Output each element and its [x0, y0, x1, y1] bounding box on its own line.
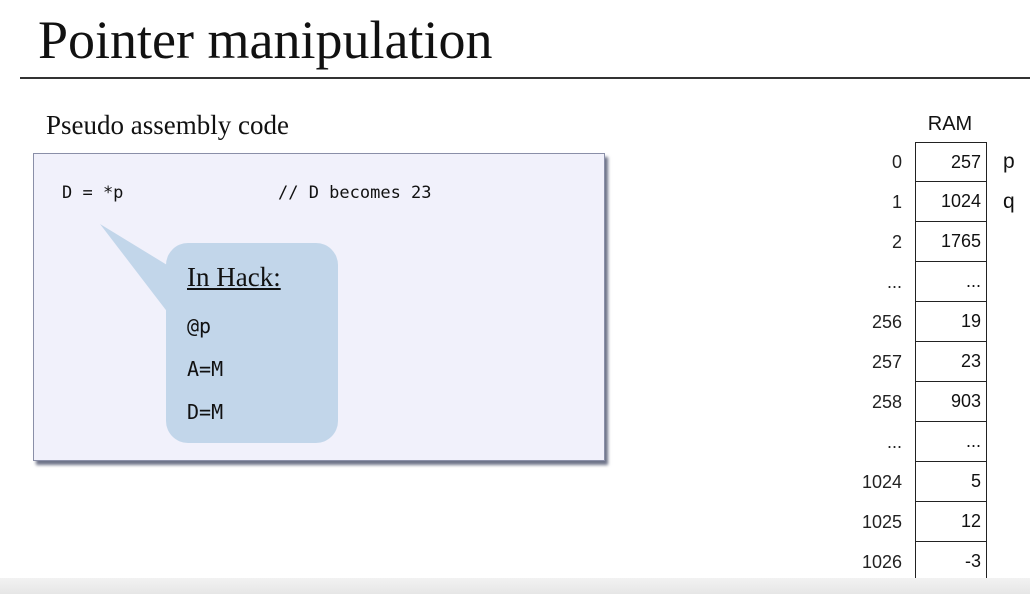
ram-row: 1026 -3 — [840, 542, 1030, 582]
ram-variable-label: q — [1003, 190, 1015, 213]
ram-address: 1026 — [861, 552, 902, 572]
ram-address: 1025 — [861, 512, 902, 532]
ram-address: 256 — [871, 312, 902, 332]
ram-address: 257 — [871, 352, 902, 372]
ram-row: ...... — [840, 422, 1030, 462]
hack-instruction: A=M — [187, 357, 224, 381]
callout-heading: In Hack: — [187, 262, 281, 292]
ram-row: 257 23 — [840, 342, 1030, 382]
slide-title: Pointer manipulation — [38, 10, 493, 70]
hack-callout — [166, 243, 338, 443]
section-subtitle: Pseudo assembly code — [46, 110, 289, 140]
ram-row: 256 19 — [840, 302, 1030, 342]
code-statement: D = *p — [62, 183, 124, 203]
ram-address: 258 — [871, 392, 902, 412]
ram-address: 0 — [891, 152, 902, 172]
code-comment: // D becomes 23 — [278, 183, 432, 203]
ram-row: 2 1765 — [840, 222, 1030, 262]
ram-variable-label: p — [1003, 150, 1015, 173]
ram-row: 1024 5 — [840, 462, 1030, 502]
ram-cell-value: 23 — [915, 342, 987, 382]
ram-cell-value: 257 — [915, 142, 987, 182]
ram-cell-value: 1765 — [915, 222, 987, 262]
ram-cell-value: ... — [915, 262, 987, 302]
ram-label: RAM — [927, 113, 973, 135]
hack-instruction: D=M — [187, 400, 224, 424]
ram-cell-value: 19 — [915, 302, 987, 342]
ram-address: 1 — [891, 192, 902, 212]
ram-row: ...... — [840, 262, 1030, 302]
hack-instruction: @p — [187, 314, 212, 338]
ram-address: ... — [886, 432, 902, 452]
ram-cell-value: -3 — [915, 542, 987, 582]
ram-cell-value: 903 — [915, 382, 987, 422]
ram-row: 258 903 — [840, 382, 1030, 422]
ram-cell-value: 1024 — [915, 182, 987, 222]
ram-row: 0 257 p — [840, 142, 1030, 182]
bottom-edge — [0, 578, 1030, 594]
ram-row: 1025 12 — [840, 502, 1030, 542]
ram-address: ... — [886, 272, 902, 292]
ram-cell-value: ... — [915, 422, 987, 462]
ram-address: 1024 — [861, 472, 902, 492]
ram-row: 1 1024 q — [840, 182, 1030, 222]
title-divider — [20, 77, 1030, 79]
ram-cell-value: 12 — [915, 502, 987, 542]
ram-cell-value: 5 — [915, 462, 987, 502]
ram-address: 2 — [891, 232, 902, 252]
